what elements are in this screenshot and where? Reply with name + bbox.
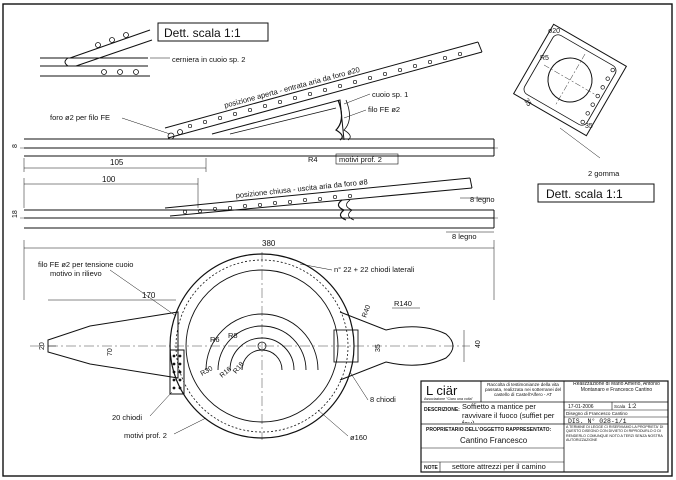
dim-40: 40 <box>475 340 482 348</box>
rubber-valve-detail: ø20 R5 35 35 2 gomma Dett. scala 1:1 <box>512 23 655 203</box>
association-text: Associazione "Ciaro una volta" <box>424 397 474 401</box>
drawing-number: DIS. N° 028-1/1 <box>568 417 627 425</box>
label-leather: cuoio sp. 1 <box>372 90 408 99</box>
dim-18: 18 <box>12 210 19 218</box>
label-hinge: cerniera in cuoio sp. 2 <box>172 55 245 64</box>
detail-right-box <box>537 183 655 203</box>
label-nails-8: 8 chiodi <box>370 395 396 404</box>
dim-100: 100 <box>102 175 116 184</box>
rights-text: A TERMINE DI LEGGE CI RISERVIAMO LA PROP… <box>566 425 664 443</box>
detail-d20: ø20 <box>548 28 560 35</box>
title-block: L ciär Associazione "Ciaro una volta" Ra… <box>420 380 669 473</box>
collection-text: Raccolta di testimonianze della vita pas… <box>484 382 562 397</box>
notes-label: NOTE <box>424 465 439 471</box>
label-wood-8a: 8 legno <box>470 195 495 204</box>
dim-r30: R30 <box>200 365 215 378</box>
label-rubber: 2 gomma <box>588 169 620 178</box>
scale-label: Scala <box>614 404 626 409</box>
dim-70: 70 <box>107 348 114 356</box>
dim-r16: R16 <box>219 366 233 380</box>
detail-right-title: Dett. scala 1:1 <box>546 187 623 201</box>
drawn-by-text: Disegno di Francesco Cantino <box>566 411 628 416</box>
sheet-border <box>2 3 673 477</box>
label-nails-lateral: n° 22 + 22 chiodi laterali <box>334 265 415 274</box>
notes-value: settore attrezzi per il camino <box>452 462 546 471</box>
upper-board-holes <box>187 51 463 129</box>
label-wire: filo FE ø2 <box>368 105 400 114</box>
dim-d160: ø160 <box>350 433 367 442</box>
date-text: 17-01-2006 <box>568 404 594 410</box>
hinge-detail: Dett. scala 1:1 cerniera in cuoio sp. 2 <box>40 22 269 77</box>
scale-value: 1:2 <box>628 404 637 410</box>
label-motifs: motivi prof. 2 <box>339 155 382 164</box>
dim-170: 170 <box>142 291 156 300</box>
closed-position-view: posizione chiusa - uscita aria da foro ø… <box>12 175 500 241</box>
owner-value: Cantino Francesco <box>460 436 528 445</box>
dim-380: 380 <box>262 239 276 248</box>
dim-35: 35 <box>375 344 382 352</box>
detail-35b: 35 <box>585 123 593 130</box>
label-wood-8b: 8 legno <box>452 232 477 241</box>
authors-text: Realizzazione di Mario Amerio, Antonio M… <box>573 382 660 393</box>
detail-top-left-box <box>157 22 269 42</box>
label-relief: motivo in rilievo <box>50 269 102 278</box>
label-wire-tension: filo FE ø2 per tensione cuoio <box>38 260 133 269</box>
label-r4: R4 <box>308 155 318 164</box>
plan-view: 380 20 70 35 <box>23 239 495 442</box>
closed-board-holes <box>182 193 353 215</box>
dim-r140: R140 <box>394 299 412 308</box>
dim-20: 20 <box>39 342 46 350</box>
detail-35a: 35 <box>522 98 532 108</box>
description-value: Soffietto a mantice per ravvivare il fuo… <box>462 403 555 423</box>
detail-r5: R5 <box>540 55 549 62</box>
open-position-view: posizione aperta - entrata aria da foro … <box>12 41 500 172</box>
dim-r18: R18 <box>232 361 246 375</box>
dim-8: 8 <box>12 144 19 148</box>
detail-top-left-title: Dett. scala 1:1 <box>164 26 241 40</box>
dim-r8: R8 <box>228 331 238 340</box>
label-hole-wire: foro ø2 per filo FE <box>50 113 110 122</box>
logo-text: L ciär <box>426 383 458 398</box>
label-motifs-2: motivi prof. 2 <box>124 431 167 440</box>
dim-105: 105 <box>110 158 124 167</box>
owner-label: PROPRIETARIO DELL'OGGETTO RAPPRESENTATO: <box>426 427 552 433</box>
dim-r40: R40 <box>361 304 372 319</box>
dim-r6: R6 <box>210 335 220 344</box>
label-nails-20: 20 chiodi <box>112 413 142 422</box>
description-label: DESCRIZIONE: <box>424 407 460 413</box>
